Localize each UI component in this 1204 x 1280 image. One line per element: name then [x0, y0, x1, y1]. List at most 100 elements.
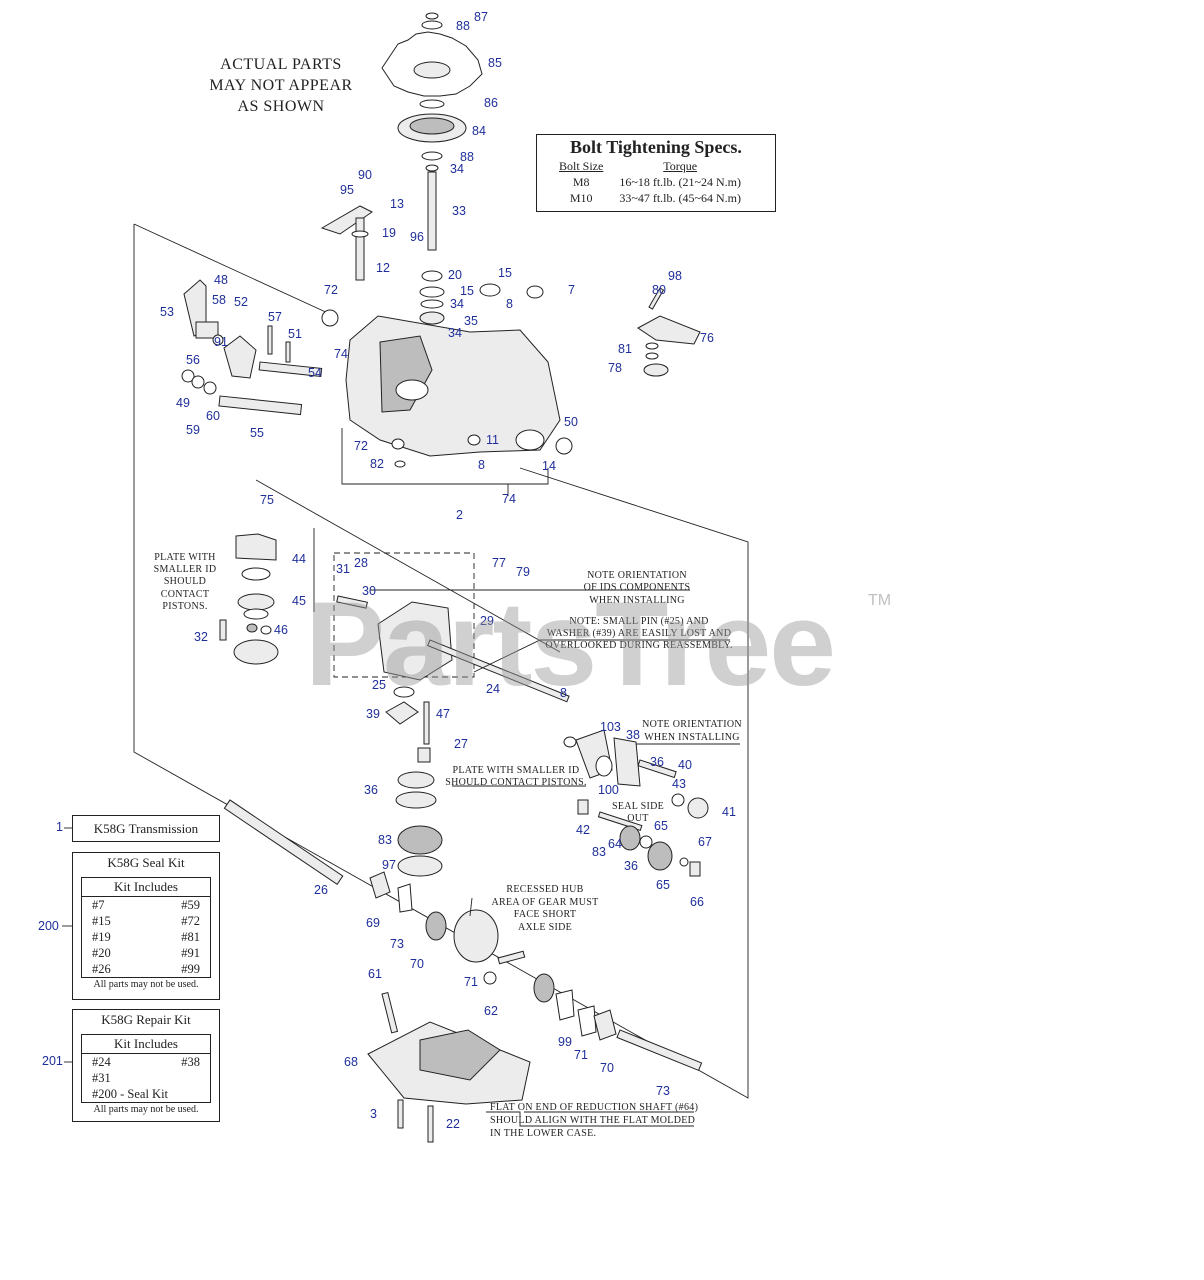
part-callout-40[interactable]: 40	[678, 758, 692, 772]
part-callout-72[interactable]: 72	[324, 283, 338, 297]
part-callout-56[interactable]: 56	[186, 353, 200, 367]
part-callout-70[interactable]: 70	[410, 957, 424, 971]
part-callout-2[interactable]: 2	[456, 508, 463, 522]
part-callout-68[interactable]: 68	[344, 1055, 358, 1069]
part-callout-46[interactable]: 46	[274, 623, 288, 637]
part-callout-50[interactable]: 50	[564, 415, 578, 429]
part-callout-35[interactable]: 35	[464, 314, 478, 328]
part-callout-19[interactable]: 19	[382, 226, 396, 240]
part-callout-30[interactable]: 30	[362, 584, 376, 598]
part-callout-88[interactable]: 88	[456, 19, 470, 33]
part-callout-26[interactable]: 26	[314, 883, 328, 897]
part-callout-99[interactable]: 99	[558, 1035, 572, 1049]
part-callout-65[interactable]: 65	[656, 878, 670, 892]
part-callout-34[interactable]: 34	[448, 326, 462, 340]
part-callout-15[interactable]: 15	[460, 284, 474, 298]
part-callout-41[interactable]: 41	[722, 805, 736, 819]
part-callout-66[interactable]: 66	[690, 895, 704, 909]
part-callout-42[interactable]: 42	[576, 823, 590, 837]
part-callout-14[interactable]: 14	[542, 459, 556, 473]
part-callout-31[interactable]: 31	[336, 562, 350, 576]
part-callout-27[interactable]: 27	[454, 737, 468, 751]
part-callout-22[interactable]: 22	[446, 1117, 460, 1131]
part-callout-25[interactable]: 25	[372, 678, 386, 692]
part-callout-11[interactable]: 11	[486, 433, 499, 447]
part-callout-96[interactable]: 96	[410, 230, 424, 244]
part-callout-70[interactable]: 70	[600, 1061, 614, 1075]
part-callout-64[interactable]: 64	[608, 837, 622, 851]
part-callout-79[interactable]: 79	[516, 565, 530, 579]
part-callout-36[interactable]: 36	[650, 755, 664, 769]
part-callout-58[interactable]: 58	[212, 293, 226, 307]
part-callout-100[interactable]: 100	[598, 783, 619, 797]
repair-kit-box[interactable]: K58G Repair Kit Kit Includes #24#38 #31 …	[72, 1009, 220, 1122]
part-callout-95[interactable]: 95	[340, 183, 354, 197]
part-callout-43[interactable]: 43	[672, 777, 686, 791]
part-callout-90[interactable]: 90	[358, 168, 372, 182]
part-callout-54[interactable]: 54	[308, 366, 322, 380]
part-callout-61[interactable]: 61	[368, 967, 382, 981]
part-callout-67[interactable]: 67	[698, 835, 712, 849]
part-callout-57[interactable]: 57	[268, 310, 282, 324]
part-callout-49[interactable]: 49	[176, 396, 190, 410]
part-callout-3[interactable]: 3	[370, 1107, 377, 1121]
transmission-callout[interactable]: 1	[56, 820, 63, 834]
part-callout-13[interactable]: 13	[390, 197, 404, 211]
part-callout-87[interactable]: 87	[474, 10, 488, 24]
part-callout-65[interactable]: 65	[654, 819, 668, 833]
part-callout-24[interactable]: 24	[486, 682, 500, 696]
transmission-box[interactable]: K58G Transmission	[72, 815, 220, 842]
part-callout-55[interactable]: 55	[250, 426, 264, 440]
part-callout-83[interactable]: 83	[378, 833, 392, 847]
repair-kit-callout[interactable]: 201	[42, 1054, 63, 1068]
part-callout-85[interactable]: 85	[488, 56, 502, 70]
part-callout-20[interactable]: 20	[448, 268, 462, 282]
part-callout-53[interactable]: 53	[160, 305, 174, 319]
part-callout-33[interactable]: 33	[452, 204, 466, 218]
part-callout-76[interactable]: 76	[700, 331, 714, 345]
part-callout-45[interactable]: 45	[292, 594, 306, 608]
part-callout-73[interactable]: 73	[656, 1084, 670, 1098]
part-callout-47[interactable]: 47	[436, 707, 450, 721]
part-callout-15[interactable]: 15	[498, 266, 512, 280]
part-callout-34[interactable]: 34	[450, 297, 464, 311]
part-callout-97[interactable]: 97	[382, 858, 396, 872]
part-callout-73[interactable]: 73	[390, 937, 404, 951]
part-callout-71[interactable]: 71	[574, 1048, 588, 1062]
part-callout-75[interactable]: 75	[260, 493, 274, 507]
part-callout-88[interactable]: 88	[460, 150, 474, 164]
part-callout-91[interactable]: 91	[214, 335, 228, 349]
part-callout-77[interactable]: 77	[492, 556, 506, 570]
part-callout-28[interactable]: 28	[354, 556, 368, 570]
part-callout-81[interactable]: 81	[618, 342, 632, 356]
part-callout-38[interactable]: 38	[626, 728, 640, 742]
part-callout-51[interactable]: 51	[288, 327, 302, 341]
part-callout-29[interactable]: 29	[480, 614, 494, 628]
part-callout-32[interactable]: 32	[194, 630, 208, 644]
part-callout-39[interactable]: 39	[366, 707, 380, 721]
part-callout-74[interactable]: 74	[334, 347, 348, 361]
part-callout-60[interactable]: 60	[206, 409, 220, 423]
part-callout-72[interactable]: 72	[354, 439, 368, 453]
part-callout-7[interactable]: 7	[568, 283, 575, 297]
part-callout-8[interactable]: 8	[560, 686, 567, 700]
part-callout-44[interactable]: 44	[292, 552, 306, 566]
part-callout-103[interactable]: 103	[600, 720, 621, 734]
part-callout-78[interactable]: 78	[608, 361, 622, 375]
part-callout-48[interactable]: 48	[214, 273, 228, 287]
part-callout-62[interactable]: 62	[484, 1004, 498, 1018]
part-callout-8[interactable]: 8	[478, 458, 485, 472]
part-callout-34[interactable]: 34	[450, 162, 464, 176]
seal-kit-callout[interactable]: 200	[38, 919, 59, 933]
part-callout-74[interactable]: 74	[502, 492, 516, 506]
part-callout-52[interactable]: 52	[234, 295, 248, 309]
part-callout-36[interactable]: 36	[624, 859, 638, 873]
part-callout-82[interactable]: 82	[370, 457, 384, 471]
part-callout-12[interactable]: 12	[376, 261, 390, 275]
part-callout-83[interactable]: 83	[592, 845, 606, 859]
part-callout-59[interactable]: 59	[186, 423, 200, 437]
part-callout-86[interactable]: 86	[484, 96, 498, 110]
part-callout-71[interactable]: 71	[464, 975, 478, 989]
part-callout-80[interactable]: 80	[652, 283, 666, 297]
part-callout-84[interactable]: 84	[472, 124, 486, 138]
